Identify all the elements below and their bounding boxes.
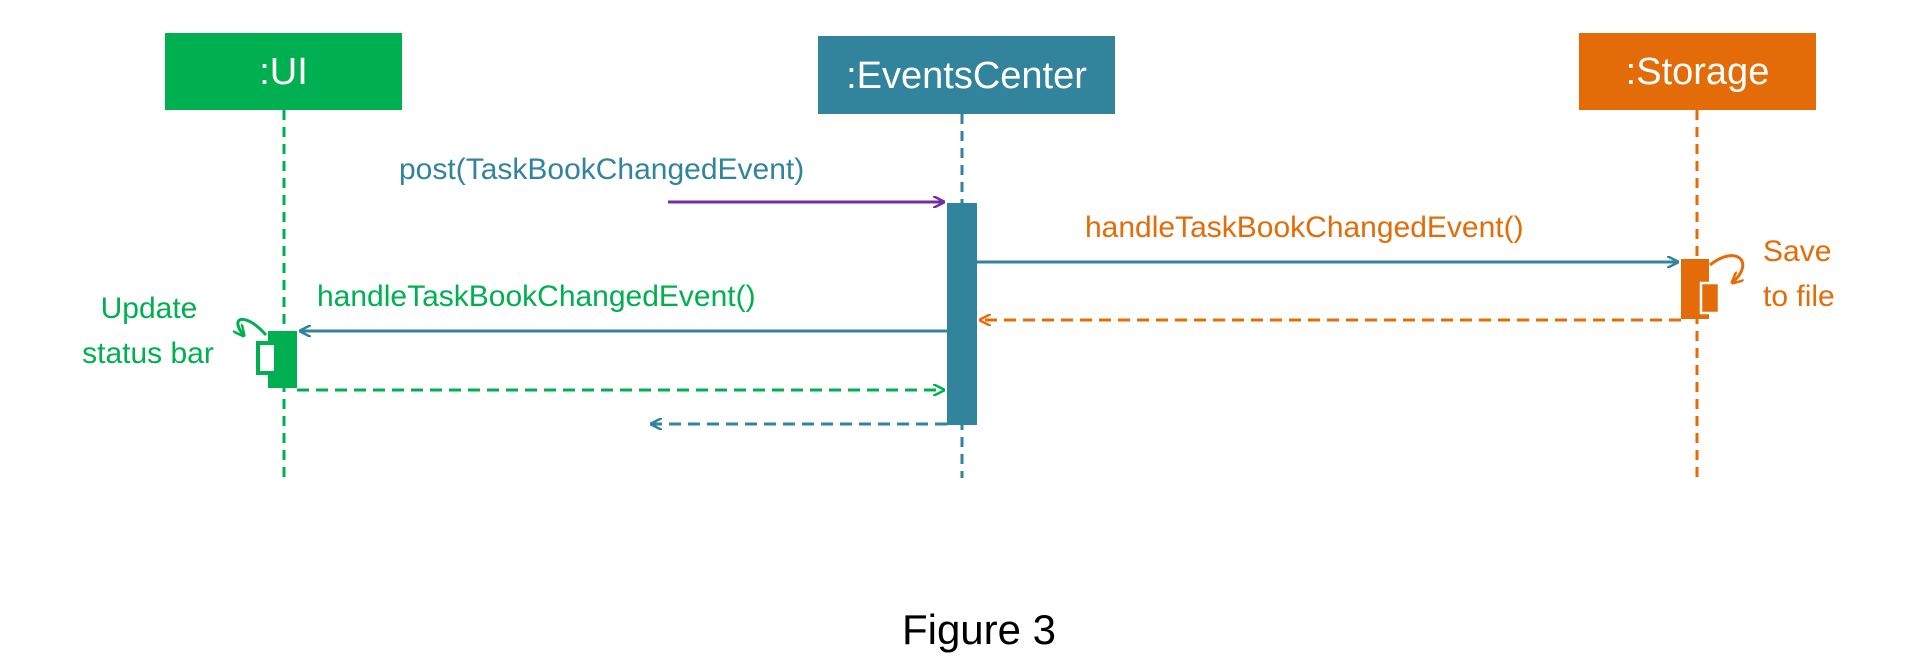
participant-ui: :UI [165, 33, 402, 110]
participant-events-center: :EventsCenter [818, 36, 1115, 114]
participant-storage-box [1579, 33, 1816, 110]
participant-events-center-box [818, 36, 1115, 114]
message-to-storage-label: handleTaskBookChangedEvent() [1085, 211, 1524, 244]
participant-storage: :Storage [1579, 33, 1816, 110]
message-to-ui-label: handleTaskBookChangedEvent() [317, 280, 756, 313]
note-ui-line1: Update [101, 292, 198, 325]
figure-caption: Figure 3 [902, 606, 1056, 653]
participant-storage-label: :Storage [1626, 51, 1770, 93]
self-call-storage-loop [1709, 254, 1745, 283]
participant-ui-label: :UI [259, 51, 308, 93]
activation-events-center [947, 203, 977, 425]
note-storage-line1: Save [1763, 235, 1831, 268]
note-ui-line2: status bar [82, 337, 214, 370]
message-post-label: post(TaskBookChangedEvent) [399, 153, 804, 186]
note-storage-line2: to file [1763, 280, 1835, 313]
participant-ui-box [165, 33, 402, 110]
activation-storage-self [1699, 281, 1721, 315]
self-call-ui-loop [238, 317, 268, 336]
activation-ui-self [256, 341, 278, 375]
participant-events-center-label: :EventsCenter [846, 55, 1087, 97]
